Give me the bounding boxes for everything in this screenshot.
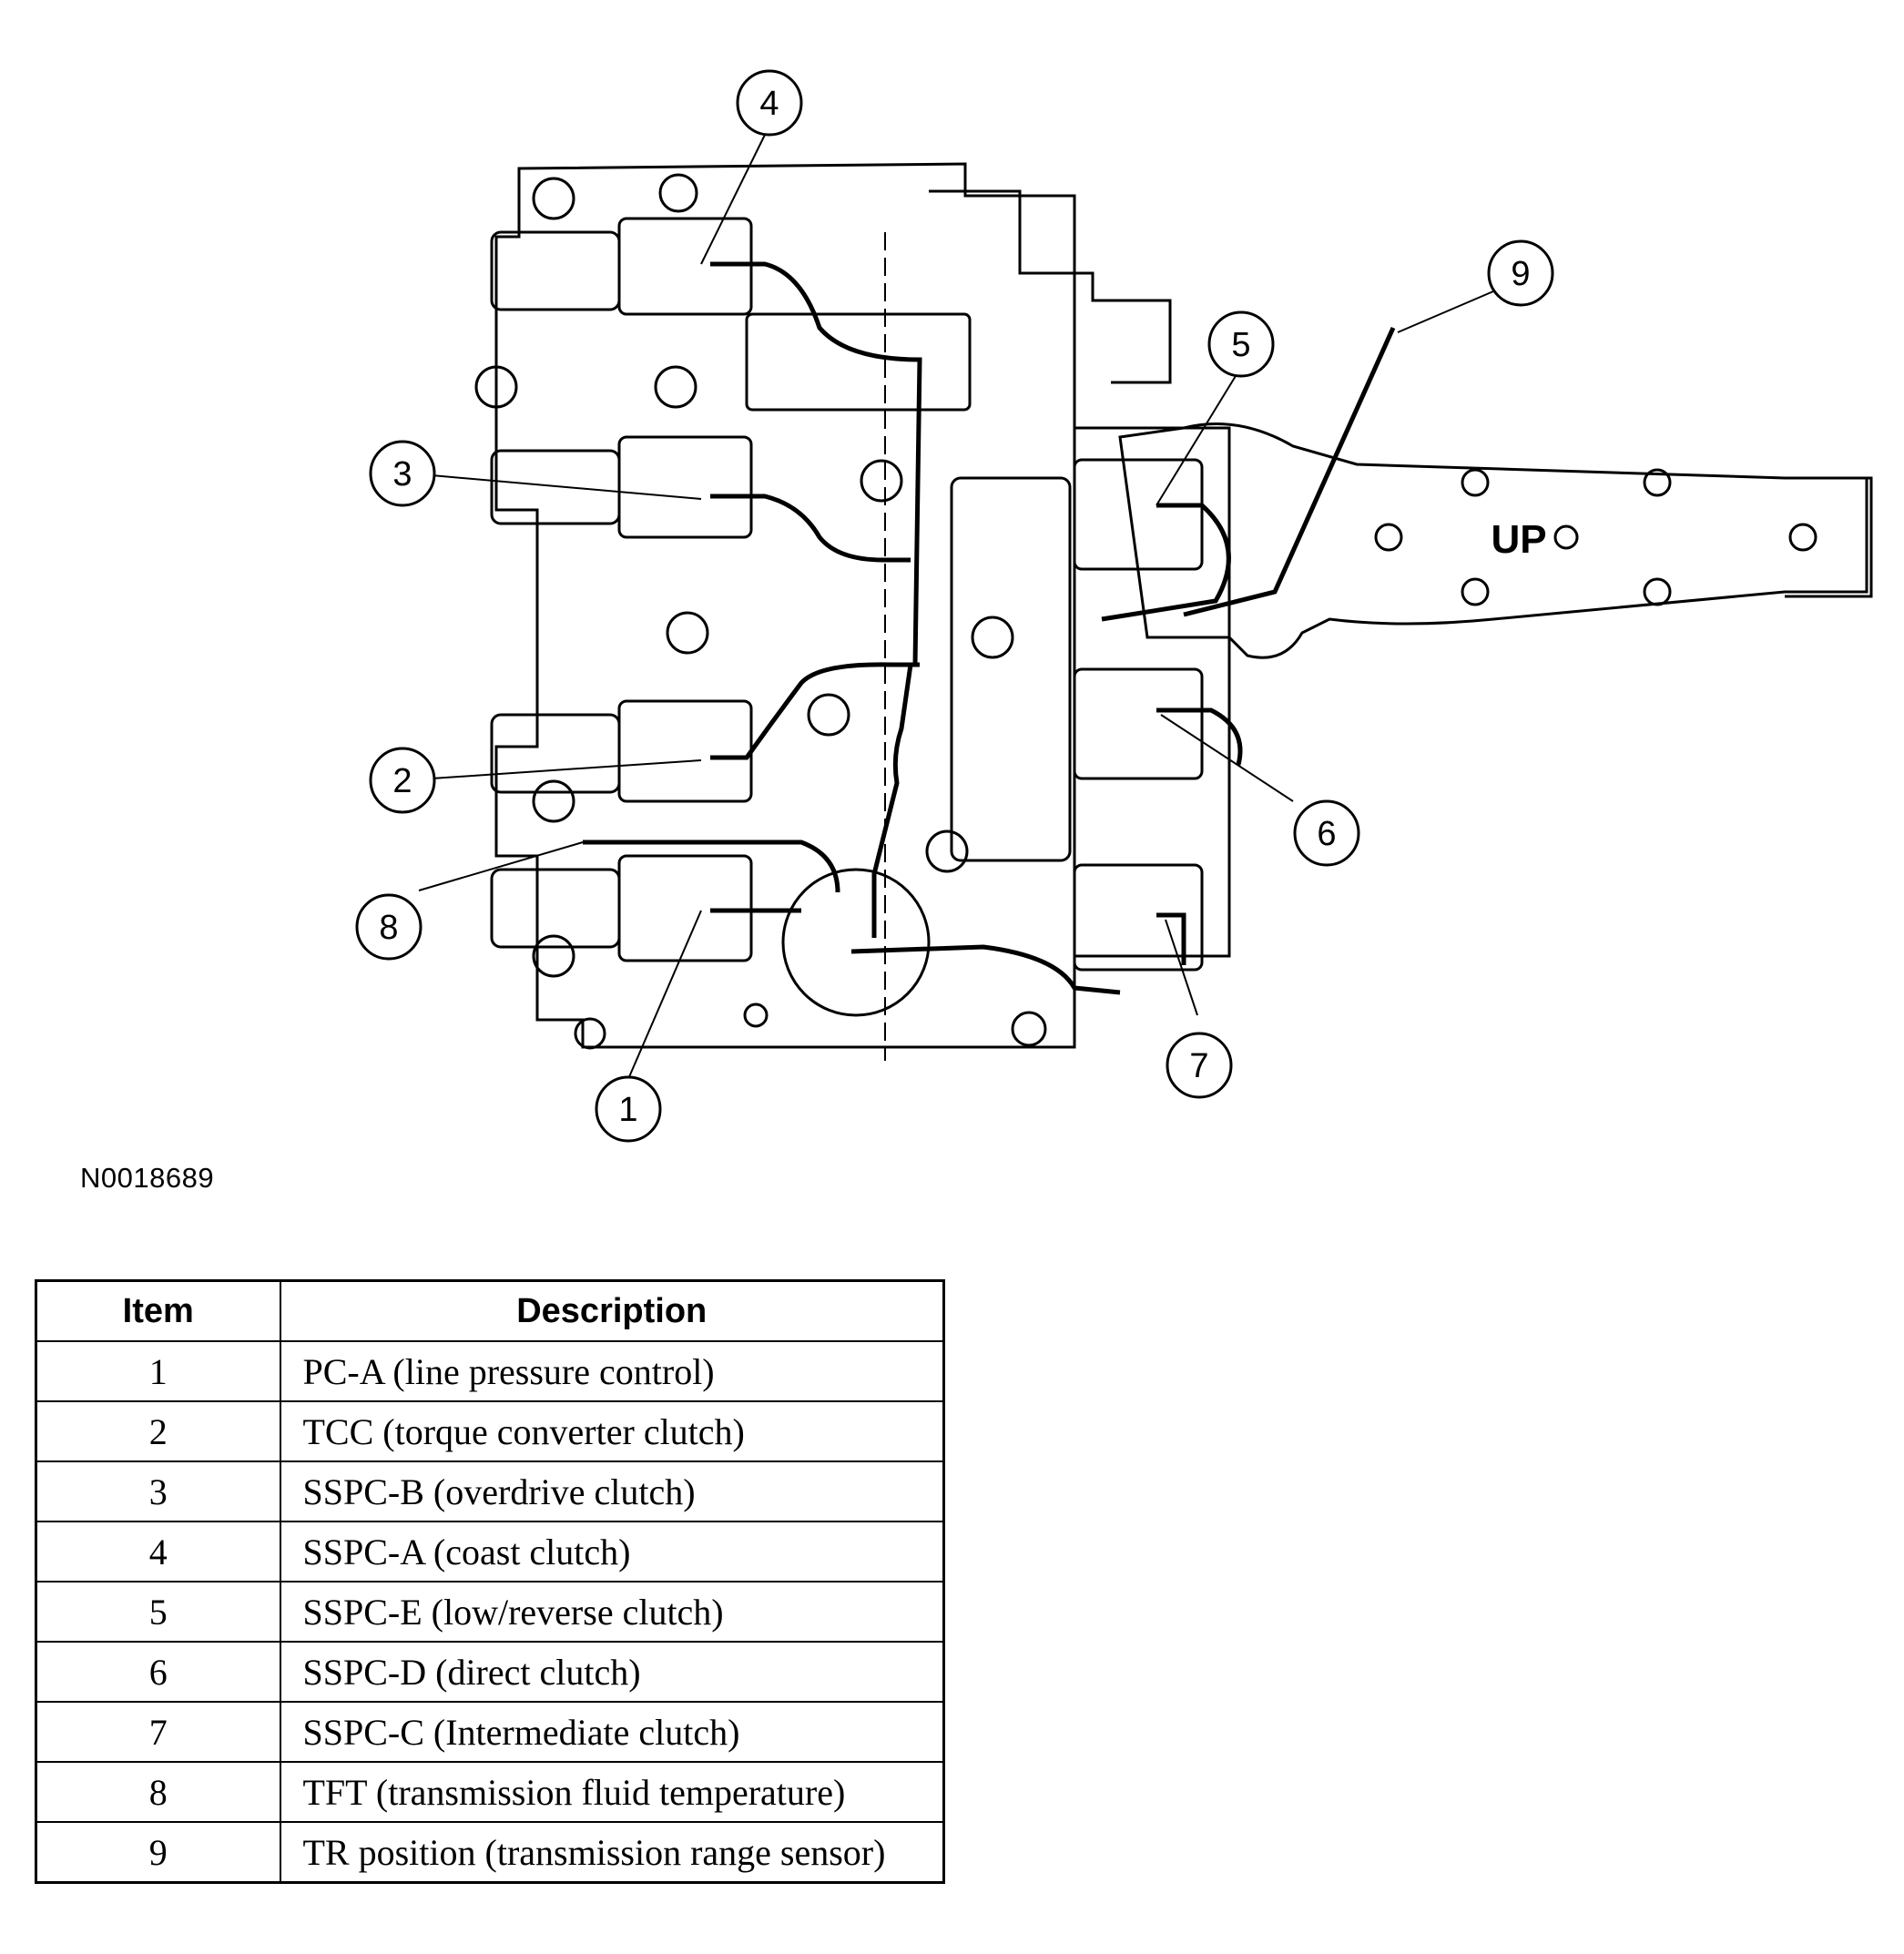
- legend-item: 2: [35, 1400, 281, 1462]
- callout-leaders: [418, 134, 1494, 1080]
- wire-harness: [583, 261, 1396, 995]
- legend-header-row: Item Description: [35, 1279, 945, 1342]
- callout-5-number: 5: [1231, 326, 1250, 364]
- callout-3: 3: [369, 440, 436, 507]
- legend-row: 4 SSPC-A (coast clutch): [35, 1521, 945, 1583]
- up-marking: UP: [1491, 517, 1546, 562]
- legend-description: TFT (transmission fluid temperature): [279, 1761, 945, 1823]
- solenoids-right: [950, 458, 1204, 972]
- solenoids-left: [490, 217, 753, 962]
- callout-6-number: 6: [1317, 815, 1336, 853]
- bellows: [745, 312, 972, 412]
- legend-row: 6 SSPC-D (direct clutch): [35, 1641, 945, 1703]
- legend-description: SSPC-E (low/reverse clutch): [279, 1581, 945, 1643]
- legend-item: 4: [35, 1521, 281, 1583]
- callout-8-number: 8: [379, 909, 398, 947]
- callout-9: 9: [1487, 239, 1554, 307]
- callout-1: 1: [595, 1075, 662, 1143]
- legend-description: SSPC-D (direct clutch): [279, 1641, 945, 1703]
- legend-description: TR position (transmission range sensor): [279, 1821, 945, 1884]
- callout-2: 2: [369, 747, 436, 814]
- legend-description: SSPC-B (overdrive clutch): [279, 1460, 945, 1522]
- legend-description: TCC (torque converter clutch): [279, 1400, 945, 1462]
- legend-item: 3: [35, 1460, 281, 1522]
- callout-2-number: 2: [392, 762, 412, 800]
- callout-3-number: 3: [392, 455, 412, 494]
- callout-7-number: 7: [1189, 1047, 1208, 1085]
- bolts: [474, 173, 1817, 1050]
- legend-table: Item Description 1 PC-A (line pressure c…: [35, 1279, 945, 1884]
- range-sensor-plate: [1118, 422, 1868, 659]
- legend-item: 1: [35, 1340, 281, 1402]
- legend-header-item: Item: [35, 1279, 281, 1342]
- figure-id: N0018689: [80, 1162, 215, 1194]
- legend-row: 3 SSPC-B (overdrive clutch): [35, 1460, 945, 1522]
- callout-5: 5: [1207, 310, 1275, 378]
- callout-1-number: 1: [618, 1091, 637, 1129]
- legend-header-description: Description: [279, 1279, 945, 1342]
- legend-row: 7 SSPC-C (Intermediate clutch): [35, 1701, 945, 1763]
- legend-row: 1 PC-A (line pressure control): [35, 1340, 945, 1402]
- callout-4-number: 4: [759, 85, 779, 123]
- legend-row: 2 TCC (torque converter clutch): [35, 1400, 945, 1462]
- callout-9-number: 9: [1511, 255, 1530, 293]
- valve-body-outline: [494, 162, 1076, 1049]
- legend-item: 6: [35, 1641, 281, 1703]
- legend-description: SSPC-A (coast clutch): [279, 1521, 945, 1583]
- callout-4: 4: [736, 69, 803, 137]
- legend-row: 5 SSPC-E (low/reverse clutch): [35, 1581, 945, 1643]
- legend-item: 9: [35, 1821, 281, 1884]
- legend-item: 8: [35, 1761, 281, 1823]
- valve-body-diagram: UP 1 2 3 4 5: [355, 69, 1873, 1143]
- legend-row: 8 TFT (transmission fluid temperature): [35, 1761, 945, 1823]
- callout-8: 8: [355, 893, 423, 961]
- legend-description: PC-A (line pressure control): [279, 1340, 945, 1402]
- callout-7: 7: [1166, 1032, 1233, 1099]
- callouts: 1 2 3 4 5 6 7 8: [355, 69, 1554, 1143]
- legend-description: SSPC-C (Intermediate clutch): [279, 1701, 945, 1763]
- legend-row: 9 TR position (transmission range sensor…: [35, 1821, 945, 1884]
- legend-item: 7: [35, 1701, 281, 1763]
- callout-6: 6: [1293, 799, 1360, 867]
- legend-item: 5: [35, 1581, 281, 1643]
- tft-sensor: [781, 868, 931, 1017]
